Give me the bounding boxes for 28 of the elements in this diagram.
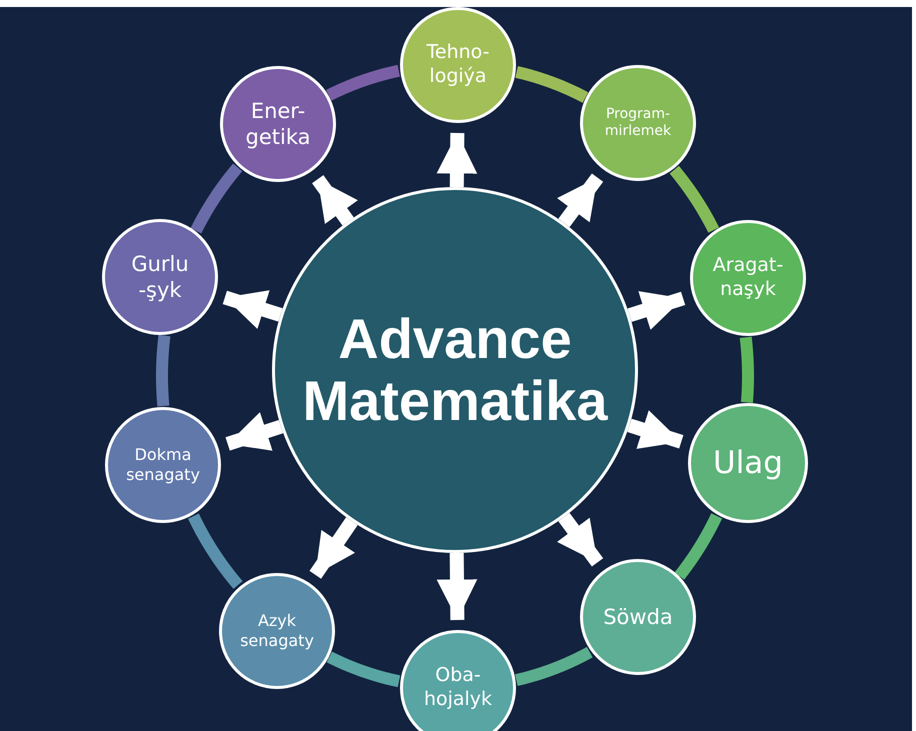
arrow	[557, 512, 604, 567]
arrow	[312, 175, 358, 226]
arrow	[627, 291, 686, 330]
topic-label: Azyk senagaty	[239, 611, 315, 651]
central-title: Advance Matematika	[301, 308, 609, 432]
topic-label: Oba- hojalyk	[422, 664, 494, 712]
ring-segment	[670, 166, 720, 234]
arrow	[436, 552, 478, 620]
arrow	[557, 173, 604, 228]
ring-segment	[674, 512, 722, 580]
topic-label: Aragat- naşyk	[712, 254, 784, 302]
topic-label: Dokma senagaty	[125, 445, 201, 485]
arrow	[222, 290, 283, 330]
ring-segment	[512, 646, 594, 686]
ring-segment	[324, 64, 402, 101]
arrow	[627, 410, 684, 449]
arrow	[226, 412, 284, 451]
ring-segment	[325, 652, 403, 688]
ring-segment	[188, 512, 243, 590]
arrow	[310, 517, 358, 579]
topic-label: Program- mirlemek	[604, 106, 672, 140]
ring-segment	[190, 163, 242, 235]
topic-label: Tehno- logiýa	[426, 41, 490, 89]
topic-label: Gurlu -şyk	[130, 250, 190, 304]
topic-label: Söwda	[603, 604, 673, 630]
topic-label: Ener- getika	[244, 98, 312, 150]
topic-label: Ulag	[713, 444, 783, 482]
arrow	[436, 132, 478, 188]
